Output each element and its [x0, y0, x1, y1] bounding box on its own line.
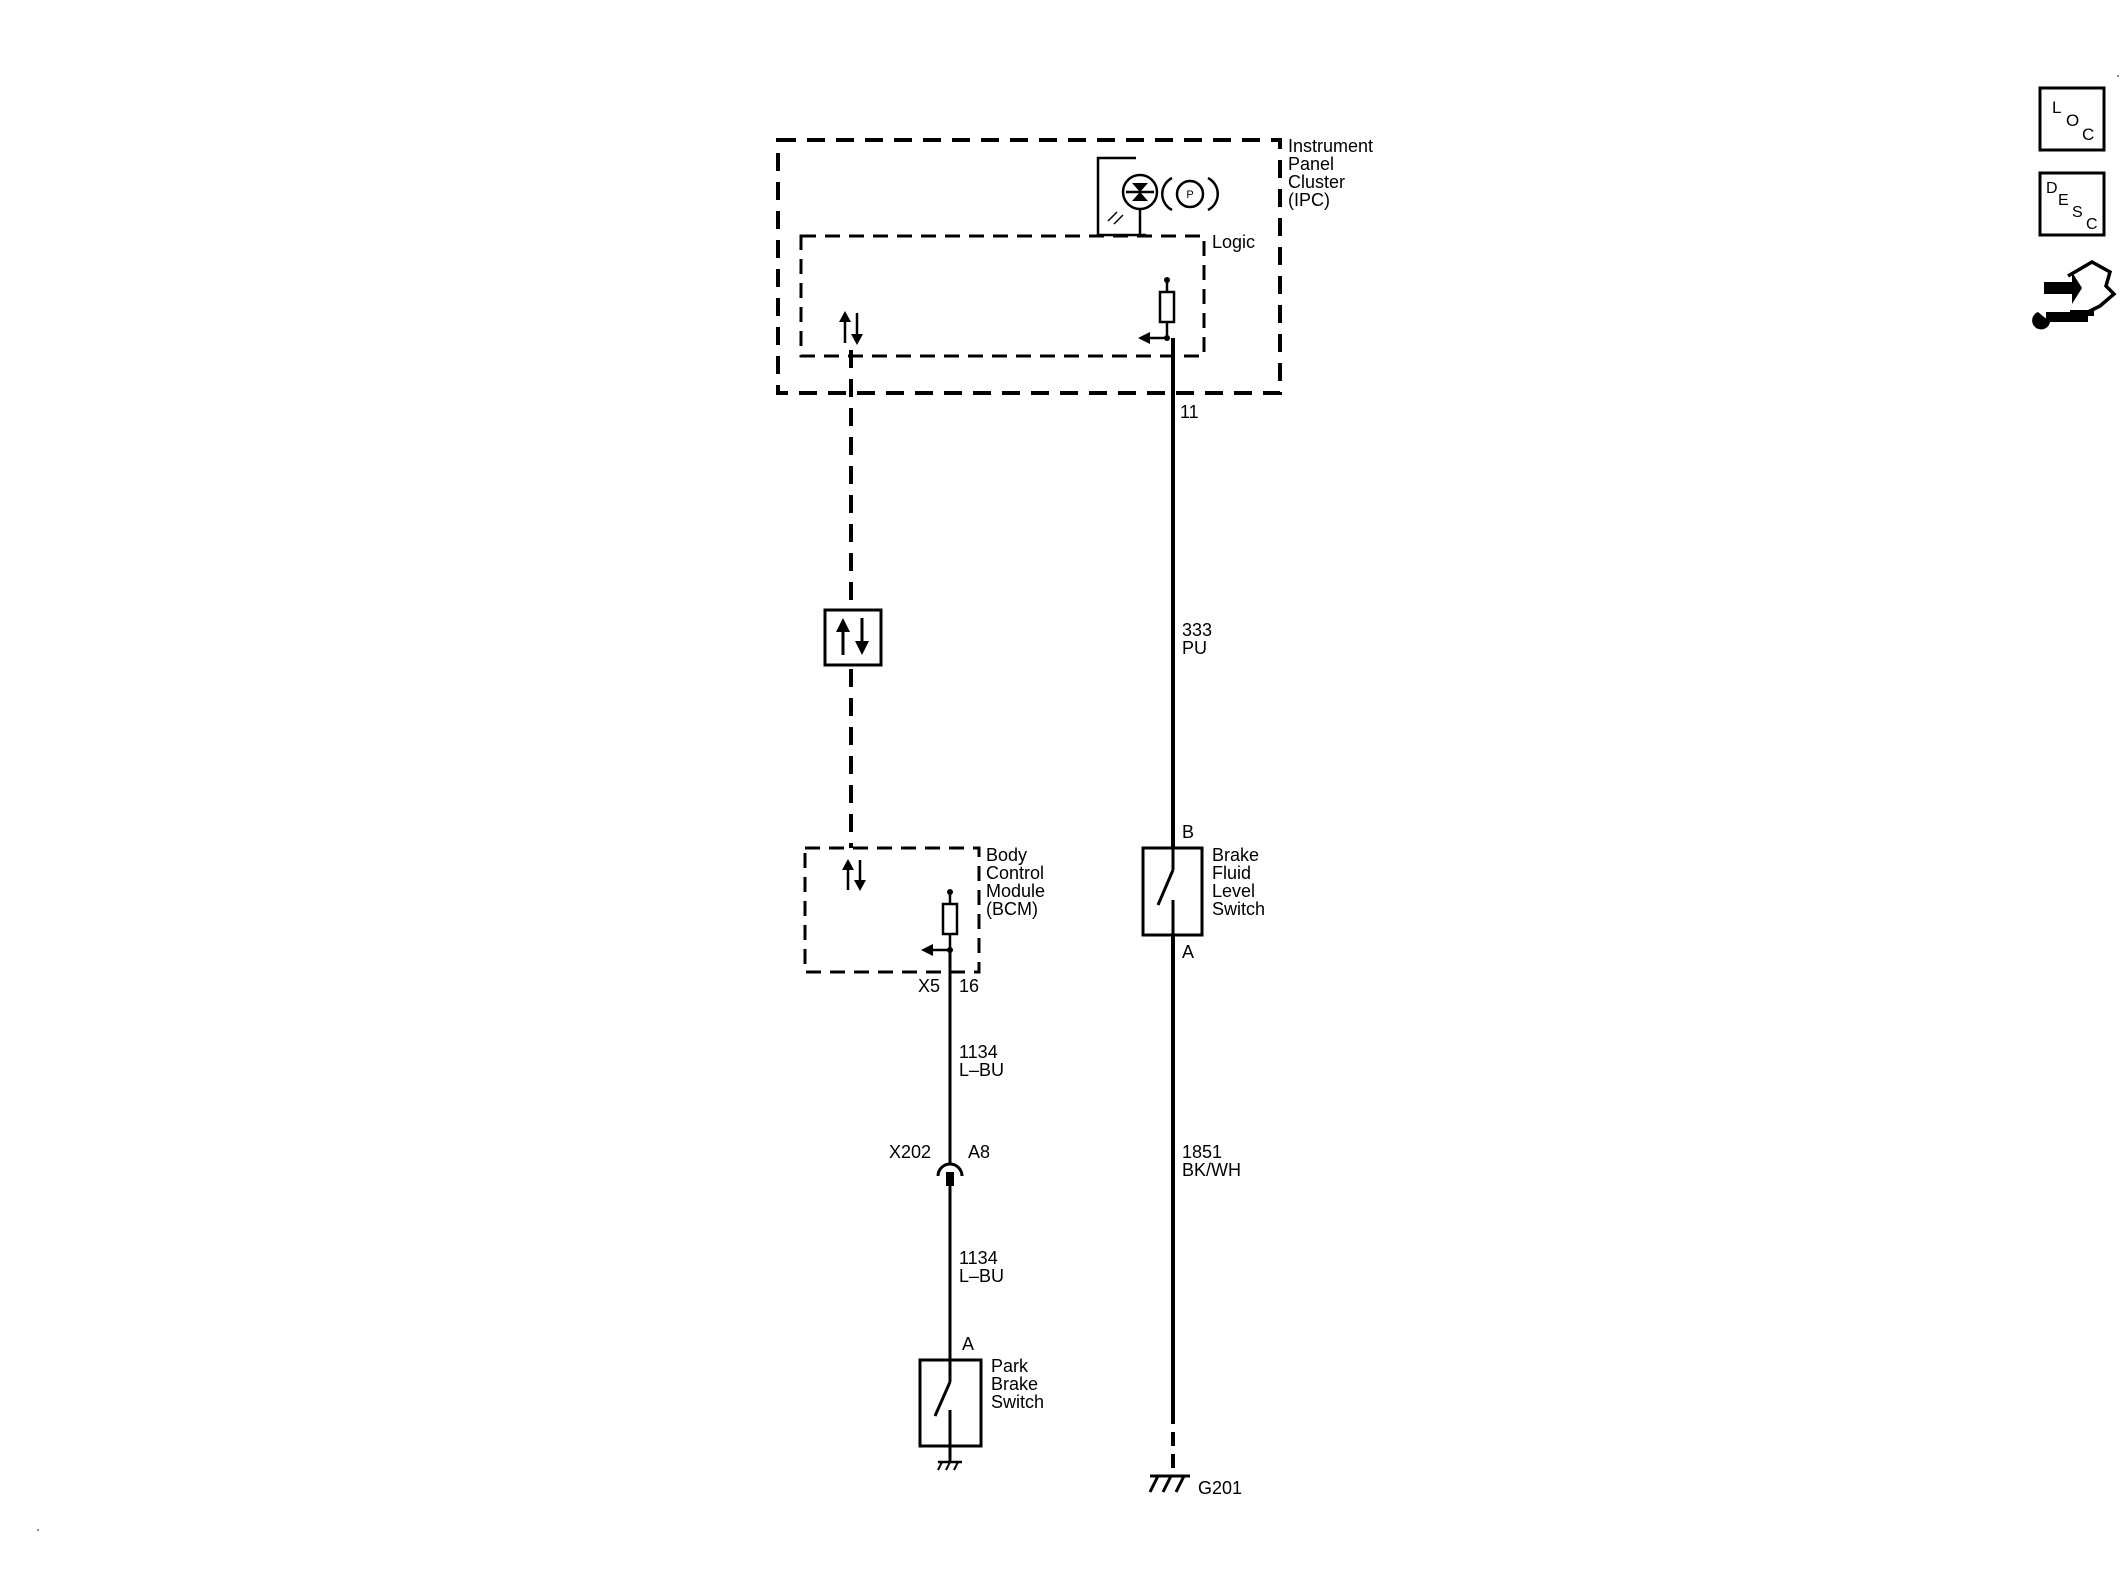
desc-letter-d: D — [2046, 180, 2058, 197]
wire-1134-lower-circuit: 1134 — [959, 1248, 998, 1268]
description-icon[interactable]: D E S C — [2038, 171, 2106, 237]
brake-fluid-switch-icon — [1141, 846, 1204, 937]
wire-1851-color: BK/WH — [1182, 1160, 1241, 1180]
ipc-serial-data-icon — [839, 311, 863, 345]
brake-fluid-switch-pin-b: B — [1182, 822, 1194, 842]
wire-1851-circuit: 1851 — [1182, 1142, 1222, 1162]
wire-1134-upper-color: L–BU — [959, 1060, 1004, 1080]
wire-333-circuit: 333 — [1182, 620, 1212, 640]
ground-g201-icon — [1148, 1474, 1190, 1493]
ground-g201-label: G201 — [1198, 1478, 1242, 1498]
park-brake-indicator-icon: P — [1096, 156, 1219, 237]
brake-fluid-switch-label-line1: Brake — [1212, 845, 1259, 865]
ipc-label-line4: (IPC) — [1288, 190, 1330, 210]
bcm-label-line2: Control — [986, 863, 1044, 883]
case-ground-icon — [937, 1460, 962, 1471]
desc-letter-e: E — [2058, 192, 2069, 209]
park-brake-switch-label-line2: Brake — [991, 1374, 1038, 1394]
loc-letter-o: O — [2066, 111, 2079, 130]
desc-letter-s: S — [2072, 204, 2083, 221]
brake-fluid-switch-label-line2: Fluid — [1212, 863, 1251, 883]
loc-letter-c: C — [2082, 125, 2094, 144]
park-brake-switch-icon — [918, 1358, 983, 1462]
bcm-label-line1: Body — [986, 845, 1027, 865]
p-symbol-letter: P — [1186, 189, 1193, 201]
inline-connector-pin-a8: A8 — [968, 1142, 990, 1162]
brake-fluid-switch-label-line3: Level — [1212, 881, 1255, 901]
bcm-module-outline — [803, 846, 981, 974]
ipc-label-line3: Cluster — [1288, 172, 1345, 192]
bcm-pullup-resistor-icon — [921, 889, 959, 956]
wire-1134-lower-color: L–BU — [959, 1266, 1004, 1286]
loc-letter-l: L — [2052, 98, 2061, 117]
bcm-label-line3: Module — [986, 881, 1045, 901]
brake-fluid-switch-pin-a: A — [1182, 942, 1194, 962]
diagnostic-connector-icon[interactable] — [2032, 259, 2117, 330]
inline-connector-icon — [936, 1162, 964, 1186]
desc-letter-c: C — [2086, 216, 2098, 233]
bcm-serial-data-icon — [842, 859, 866, 891]
ipc-label-line1: Instrument — [1288, 136, 1373, 156]
ipc-pullup-resistor-icon — [1138, 277, 1176, 344]
park-brake-switch-pin-a: A — [962, 1334, 974, 1354]
scan-dot-bottom — [37, 1529, 39, 1531]
bcm-connector-x5: X5 — [918, 976, 940, 996]
component-locator-icon[interactable]: L O C — [2038, 86, 2106, 152]
park-brake-switch-label-line3: Switch — [991, 1392, 1044, 1412]
wire-1134-upper-circuit: 1134 — [959, 1042, 998, 1062]
ipc-label-line2: Panel — [1288, 154, 1334, 174]
park-brake-switch-label-line1: Park — [991, 1356, 1029, 1376]
serial-data-arrows-icon — [823, 608, 883, 667]
ipc-logic-label: Logic — [1212, 232, 1255, 252]
ipc-logic-outline — [799, 234, 1206, 358]
bcm-pin-16: 16 — [959, 976, 979, 996]
inline-connector-x202: X202 — [889, 1142, 931, 1162]
brake-fluid-switch-label-line4: Switch — [1212, 899, 1265, 919]
bcm-label-line4: (BCM) — [986, 899, 1038, 919]
wire-333-color: PU — [1182, 638, 1207, 658]
ipc-pin-11: 11 — [1180, 402, 1199, 422]
scan-dot-top — [2117, 75, 2119, 77]
